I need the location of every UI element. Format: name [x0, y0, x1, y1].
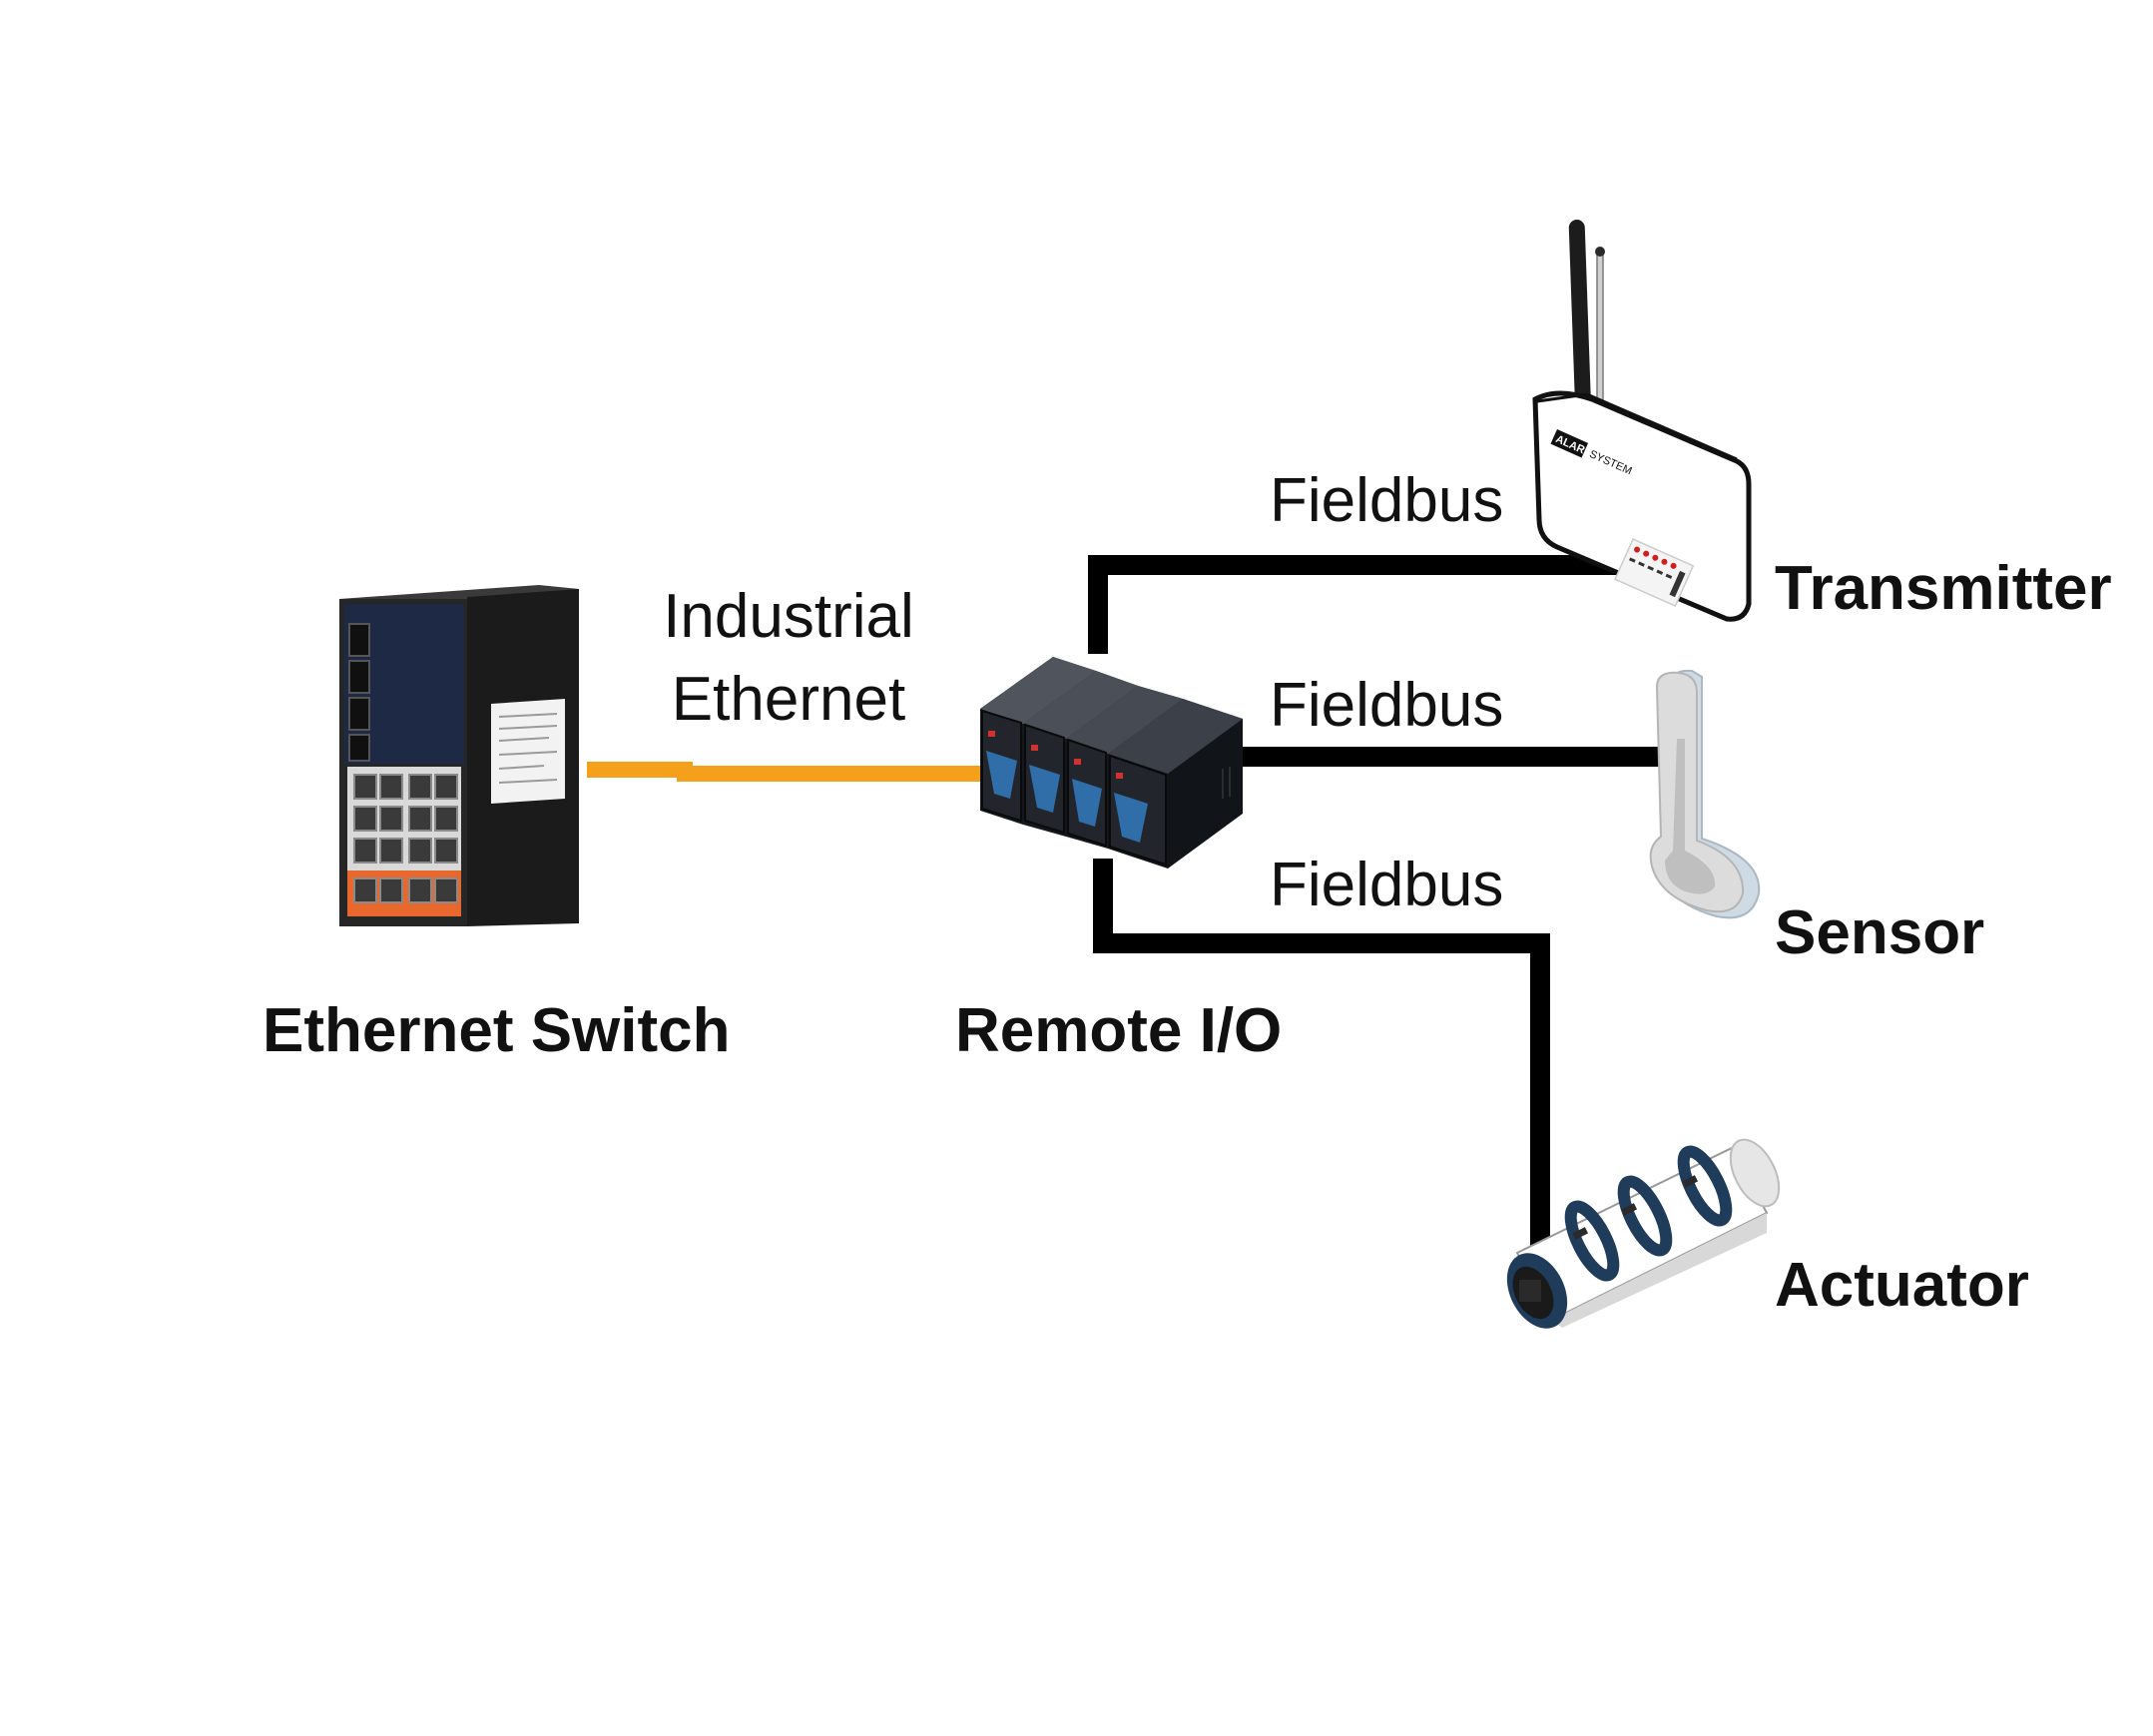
- industrial-ethernet-link: [587, 762, 983, 782]
- sensor-label: Sensor: [1775, 898, 1984, 967]
- fieldbus-label-actuator: Fieldbus: [1270, 851, 1503, 919]
- ethernet-switch-device: [339, 585, 579, 926]
- ethernet-switch-label: Ethernet Switch: [263, 996, 731, 1065]
- sensor-device: [1649, 669, 1761, 919]
- actuator-label: Actuator: [1775, 1251, 2029, 1320]
- actuator-device: [1506, 1138, 1781, 1329]
- fieldbus-label-transmitter: Fieldbus: [1270, 466, 1503, 535]
- industrial-ethernet-label-line2: Ethernet: [672, 665, 905, 734]
- fieldbus-link-actuator: [1093, 859, 1550, 1248]
- fieldbus-link-transmitter: [1088, 555, 1627, 654]
- remote-io-label: Remote I/O: [955, 996, 1282, 1065]
- industrial-ethernet-label-line1: Industrial: [663, 582, 914, 651]
- transmitter-device: ALARM SYSTEM: [1532, 220, 1752, 622]
- fieldbus-label-sensor: Fieldbus: [1270, 671, 1503, 740]
- transmitter-label: Transmitter: [1775, 554, 2112, 623]
- remote-io-device: [980, 657, 1243, 868]
